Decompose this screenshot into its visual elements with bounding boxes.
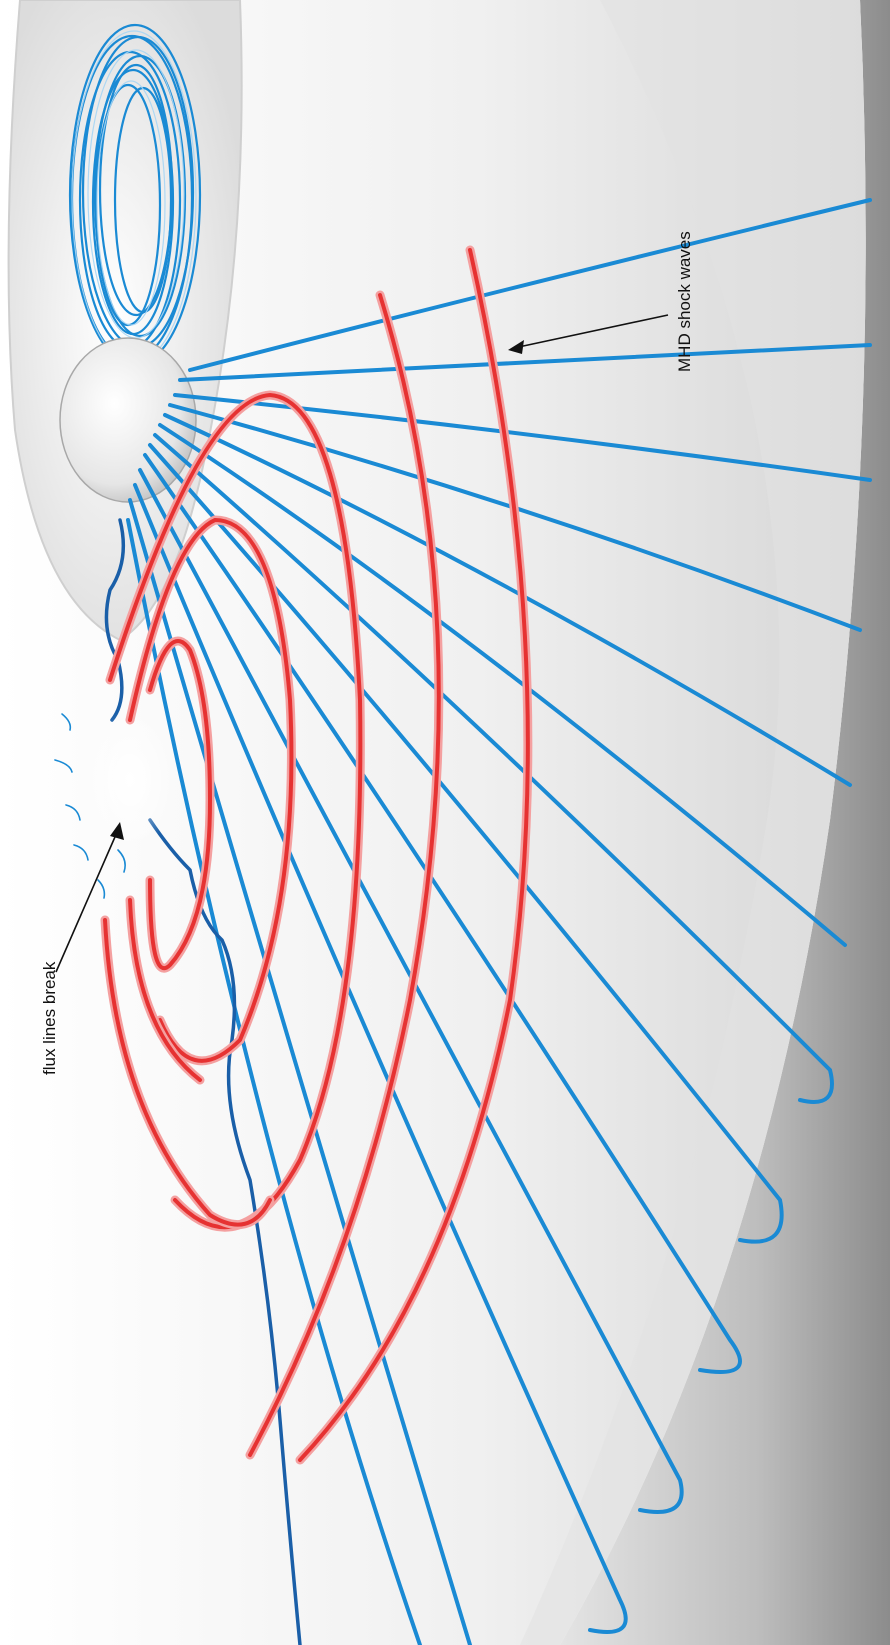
disk-surface-shade xyxy=(520,0,866,1645)
flux-line xyxy=(126,518,422,1645)
shock-wave xyxy=(100,915,275,1230)
flux-break-glow xyxy=(85,710,175,850)
flux-line xyxy=(133,483,628,1634)
shock-waves-label: MHD shock waves xyxy=(675,231,694,372)
disk-rim xyxy=(560,0,890,1645)
shock-wave xyxy=(105,390,365,1232)
flux-line xyxy=(188,198,872,372)
shock-wave xyxy=(125,895,205,1085)
flux-break-label-group: flux lines break xyxy=(40,822,124,1075)
flux-line xyxy=(138,468,684,1514)
flux-line-broken xyxy=(104,518,126,722)
shock-waves xyxy=(100,245,533,1465)
flux-line xyxy=(128,498,472,1645)
coil-icon xyxy=(68,23,202,367)
shock-wave xyxy=(245,290,444,1460)
shock-waves-pointer xyxy=(513,314,669,349)
shock-wave xyxy=(145,636,215,973)
flux-break-pointer xyxy=(55,829,119,973)
arrow-icon xyxy=(110,822,124,840)
flux-break-label: flux lines break xyxy=(40,961,59,1075)
flux-line xyxy=(178,343,872,382)
shock-wave xyxy=(295,245,533,1465)
flux-line xyxy=(163,413,852,787)
flux-line xyxy=(158,423,847,947)
arrow-icon xyxy=(508,340,524,354)
flux-line xyxy=(153,433,834,1104)
shock-waves-label-group: MHD shock waves xyxy=(508,231,694,372)
flux-line xyxy=(173,393,872,482)
flux-line-broken xyxy=(148,818,302,1645)
shock-wave xyxy=(125,515,296,1066)
flux-line xyxy=(143,453,742,1374)
broken-flux-lines xyxy=(104,518,302,1645)
break-arcs xyxy=(54,713,126,899)
